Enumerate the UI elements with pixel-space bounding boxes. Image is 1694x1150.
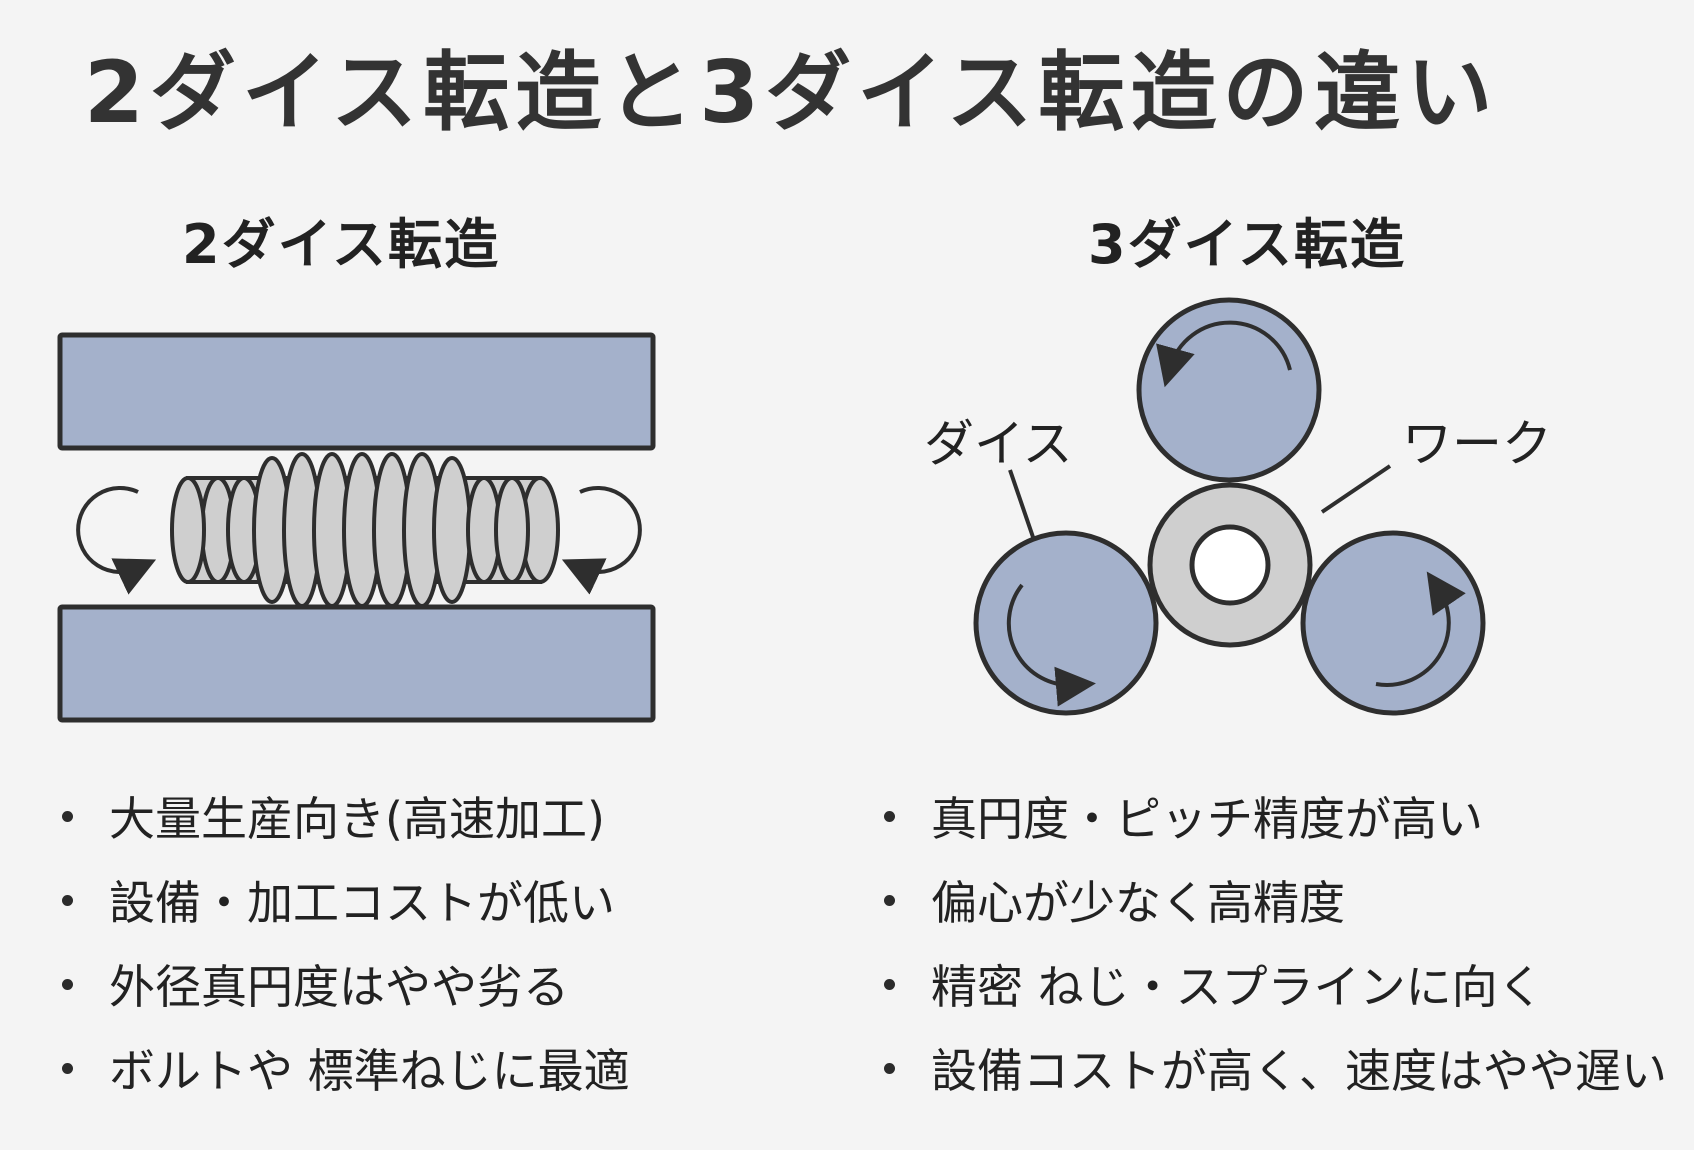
bullet-dot [62, 1062, 73, 1074]
two-die-heading: 2ダイス転造 [182, 213, 500, 276]
three-die-diagram [973, 297, 1486, 716]
left-die-arrow [1006, 583, 1096, 707]
bullet-dot [884, 1062, 895, 1074]
bullet-dot [62, 810, 73, 822]
two-die-diagram [57, 332, 656, 723]
workpiece-bore [1189, 524, 1271, 606]
bullet-dot [884, 978, 895, 990]
list-item: ボルトや 標準ねじに最適 [62, 1026, 630, 1110]
bullet-dot [62, 894, 73, 906]
list-item: 大量生産向き(高速加工) [62, 774, 630, 858]
list-item: 偏心が少なく高精度 [884, 858, 1667, 942]
list-item: 設備・加工コストが低い [62, 858, 630, 942]
die-leader-line [1008, 469, 1036, 541]
work-leader-line [1320, 464, 1392, 514]
lower-flat-die [57, 604, 656, 723]
left-rotation-arrow [76, 486, 157, 595]
page-title: 2ダイス転造と3ダイス転造の違い [84, 43, 1499, 143]
two-die-features: 大量生産向き(高速加工) 設備・加工コストが低い 外径真円度はやや劣る ボルトや… [62, 774, 630, 1110]
bullet-dot [62, 978, 73, 990]
top-die [1136, 297, 1322, 483]
die-label: ダイス [924, 415, 1073, 473]
bullet-dot [884, 810, 895, 822]
threaded-workpiece [170, 452, 560, 608]
right-rotation-arrow [561, 486, 642, 595]
list-item: 精密 ねじ・スプラインに向く [884, 942, 1667, 1026]
top-die-arrow [1156, 320, 1292, 388]
list-item: 真円度・ピッチ精度が高い [884, 774, 1667, 858]
work-label: ワーク [1402, 415, 1552, 473]
three-die-heading: 3ダイス転造 [1088, 213, 1406, 276]
list-item: 外径真円度はやや劣る [62, 942, 630, 1026]
upper-flat-die [57, 332, 656, 451]
bullet-dot [884, 894, 895, 906]
lower-left-die [973, 530, 1159, 716]
three-die-features: 真円度・ピッチ精度が高い 偏心が少なく高精度 精密 ねじ・スプラインに向く 設備… [884, 774, 1667, 1110]
list-item: 設備コストが高く、速度はやや遅い [884, 1026, 1667, 1110]
right-die-arrow [1375, 571, 1466, 687]
